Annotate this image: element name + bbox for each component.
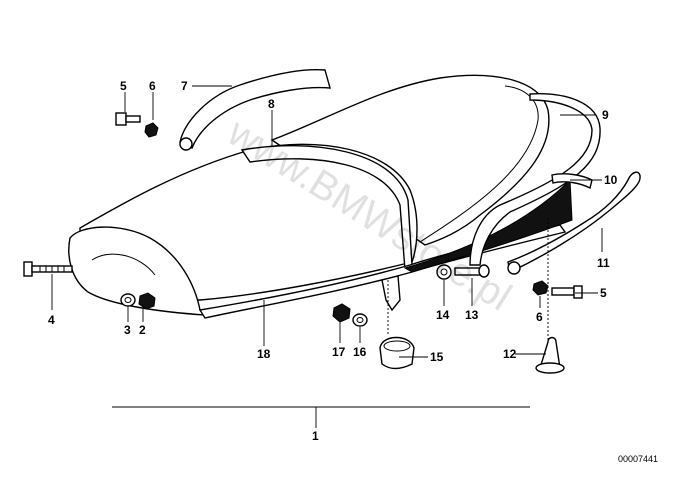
callout-17: 17 (332, 345, 346, 359)
callout-14: 14 (436, 308, 450, 322)
seat-rear-hump-seam (419, 85, 539, 243)
washer-3 (120, 293, 136, 307)
washer-14 (436, 264, 452, 280)
callout-numbers: 5 6 7 8 9 10 11 5 6 12 13 14 15 16 17 18… (48, 79, 618, 443)
seat-assembly (68, 74, 573, 319)
callout-3: 3 (124, 323, 131, 337)
callout-10: 10 (604, 173, 618, 187)
nut-17 (332, 303, 351, 323)
bolt-4 (23, 261, 73, 277)
grab-handle (179, 68, 331, 149)
callout-18: 18 (257, 347, 271, 361)
callout-1: 1 (312, 429, 319, 443)
screw-13 (454, 264, 490, 278)
callout-16: 16 (353, 345, 367, 359)
rear-bracket-11-eye (507, 261, 521, 275)
leader-lines (51, 85, 603, 428)
bolt-5-right (551, 285, 583, 299)
nut-6-right (532, 280, 549, 296)
callout-5-right: 5 (600, 286, 607, 300)
callout-4: 4 (48, 313, 55, 327)
nut-6-left (144, 122, 159, 138)
callout-15: 15 (430, 350, 444, 364)
callout-11: 11 (597, 256, 610, 270)
callout-9: 9 (602, 108, 609, 122)
rubber-buffer-15 (379, 336, 415, 370)
grab-handle-eye (179, 137, 193, 151)
callout-6-left: 6 (149, 79, 156, 93)
callout-6-right: 6 (536, 310, 543, 324)
washer-16 (352, 313, 368, 327)
seat-front-bracket (381, 275, 401, 312)
callout-5-left: 5 (120, 79, 127, 93)
callout-12: 12 (503, 347, 517, 361)
callout-7: 7 (181, 79, 188, 93)
seat-base-pan (403, 178, 573, 273)
seat-strap (551, 173, 593, 190)
callout-8: 8 (268, 97, 275, 111)
rubber-buffer-12 (535, 336, 565, 374)
callout-13: 13 (465, 308, 479, 322)
rear-bracket-11 (507, 171, 641, 274)
nut-2 (138, 292, 156, 310)
callout-2: 2 (139, 323, 146, 337)
document-id: 00007441 (618, 454, 658, 464)
bolt-5-left (115, 112, 141, 126)
seat-front-roll-inner (91, 253, 156, 276)
rear-bracket-9 (469, 93, 601, 266)
